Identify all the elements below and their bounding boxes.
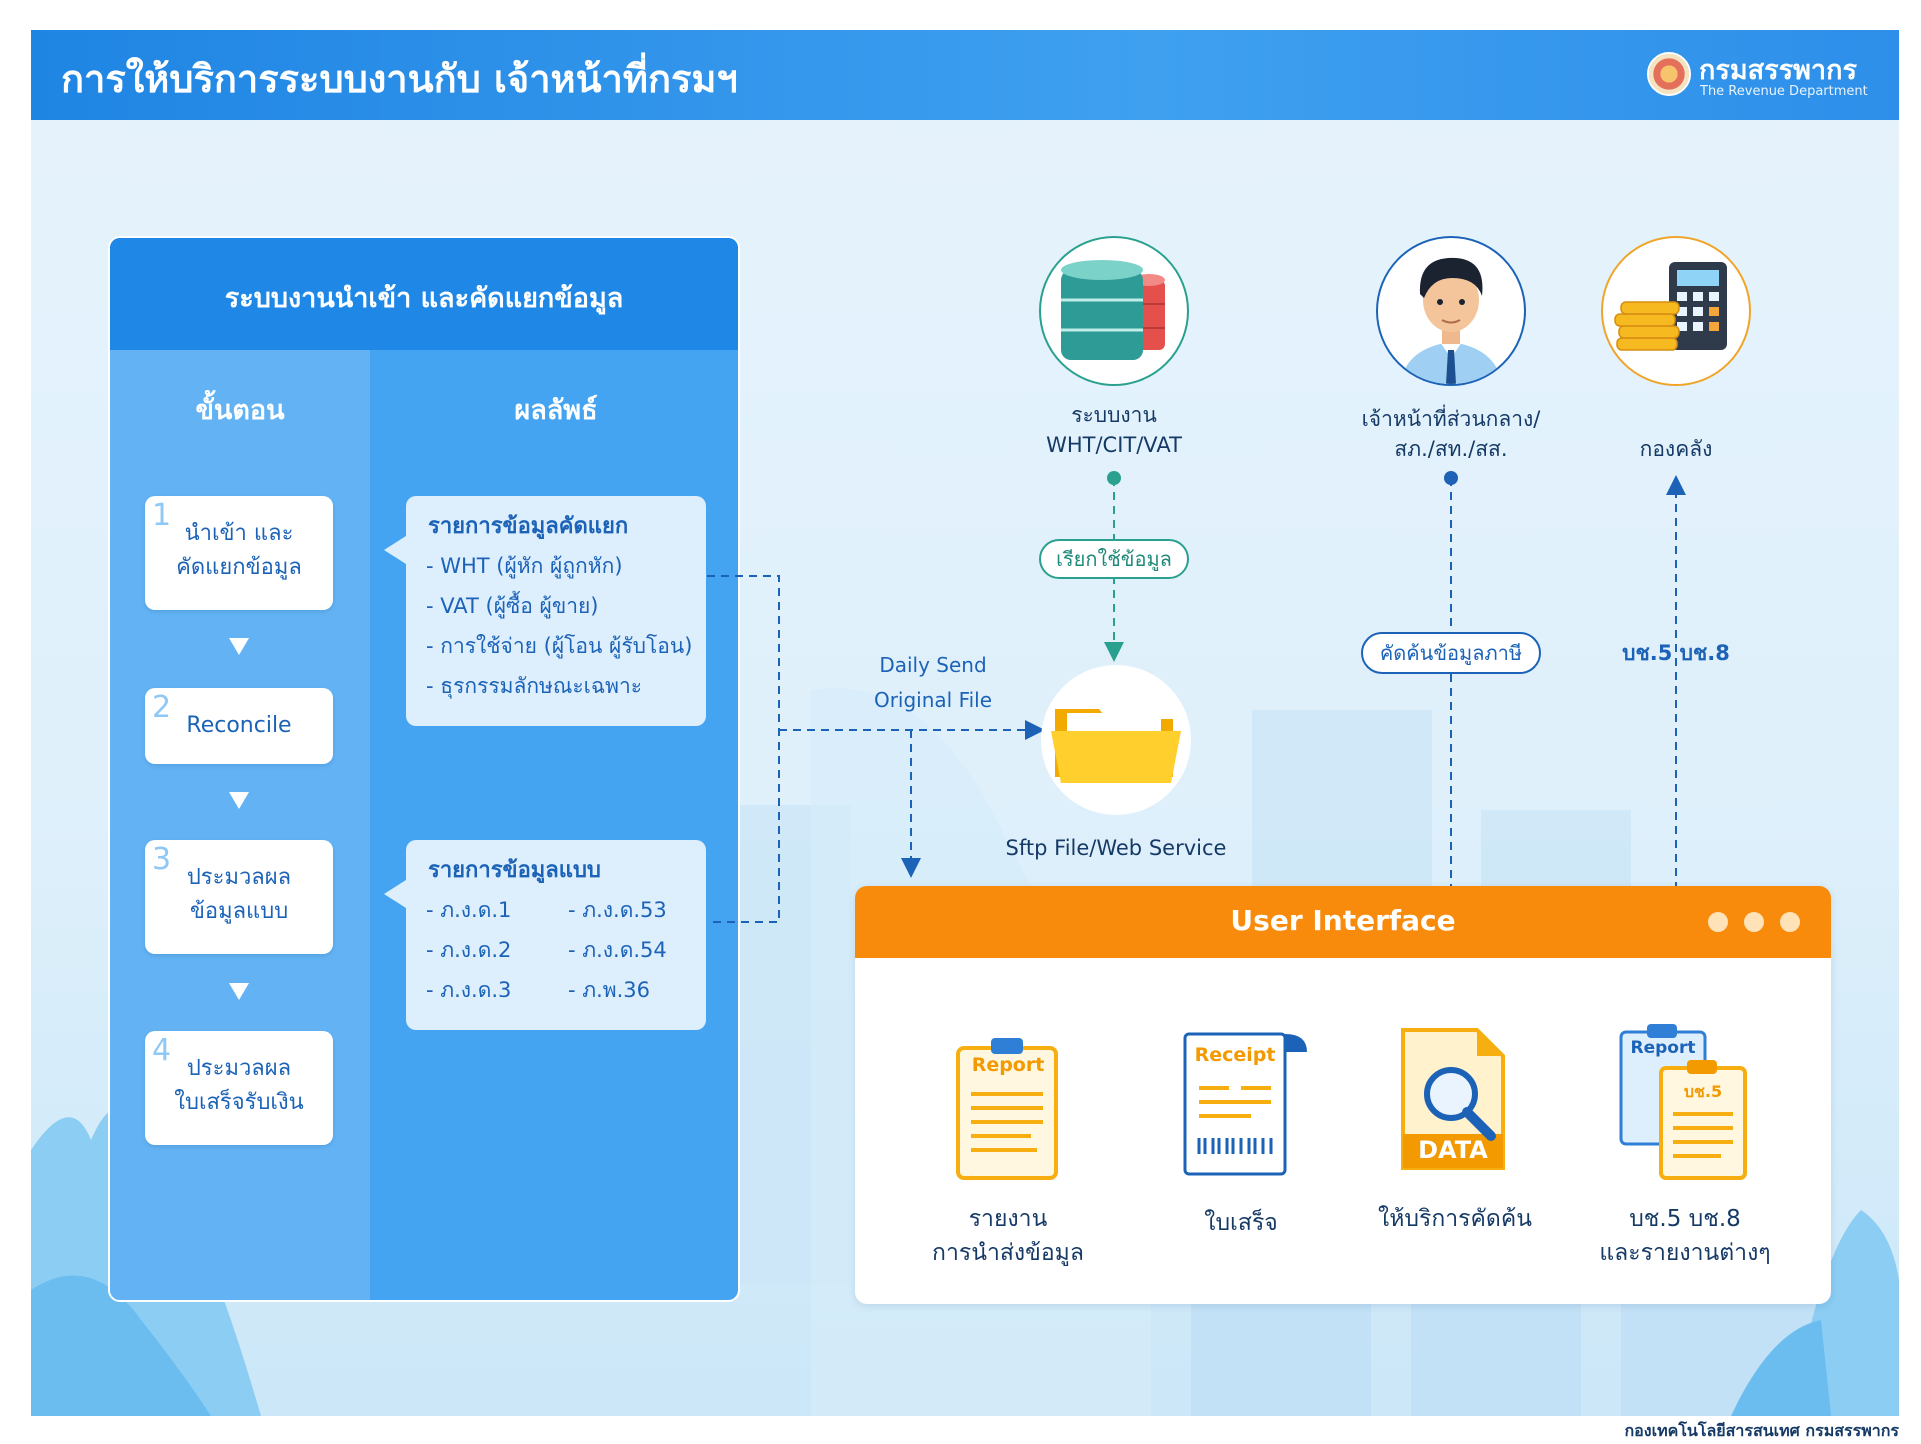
result-item: - การใช้จ่าย (ผู้โอน ผู้รับโอน)	[426, 634, 693, 658]
step-text-line1: Reconcile	[186, 713, 292, 738]
down-arrow-icon	[229, 792, 249, 809]
step-number: 3	[152, 842, 172, 877]
down-arrow-icon	[229, 983, 249, 1000]
treasury-label: กองคลัง	[1639, 437, 1713, 461]
officer-label-line2: สภ./สท./สส.	[1394, 437, 1508, 461]
folder-icon	[1051, 709, 1181, 783]
step-number: 4	[152, 1033, 172, 1068]
panel-title: ระบบงานนำเข้า และคัดแยกข้อมูล	[224, 283, 624, 314]
daily-send-line1: Daily Send	[879, 653, 987, 677]
data-search-icon: DATA	[1399, 1026, 1519, 1178]
officer-node	[1376, 236, 1526, 386]
user-interface-window: User Interface Report รายงาน การนำส่งข้อ…	[855, 886, 1831, 1304]
step-text-line1: ประมวลผล	[186, 865, 292, 890]
system-label-line1: ระบบงาน	[1071, 403, 1157, 427]
panel-header: ระบบงานนำเข้า และคัดแยกข้อมูล	[110, 238, 738, 350]
result-item: - ภ.ง.ด.2	[426, 938, 512, 962]
steps-header: ขั้นตอน	[195, 395, 285, 426]
result-item: - ภ.ง.ด.54	[568, 938, 667, 962]
logo-text-english: The Revenue Department	[1700, 84, 1868, 99]
daily-send-line2: Original File	[873, 688, 993, 712]
step-4-card: 4 ประมวลผล ใบเสร็จรับเงิน	[145, 1031, 333, 1145]
ui-item-label-line1: ให้บริการคัดค้น	[1378, 1206, 1532, 1232]
icon-label-secondary: บช.5	[1683, 1082, 1723, 1101]
step-number: 2	[152, 690, 172, 725]
result-item: - ภ.ง.ด.53	[568, 898, 667, 922]
bs-report-icon: Report บช.5	[1617, 1022, 1747, 1182]
window-dot-icon	[1708, 912, 1728, 932]
connector-dot	[1444, 471, 1458, 485]
officer-avatar-icon	[1400, 257, 1502, 384]
system-label-line2: WHT/CIT/VAT	[1046, 433, 1182, 457]
icon-label: Report	[971, 1054, 1045, 1076]
report-clipboard-icon: Report	[953, 1034, 1063, 1184]
ui-item-label-line1: รายงาน	[968, 1206, 1048, 1232]
ui-item-label-line1: บช.5 บช.8	[1629, 1206, 1741, 1232]
result-title: รายการข้อมูลคัดแยก	[428, 514, 629, 539]
icon-label: Receipt	[1194, 1044, 1276, 1066]
step-text-line2: ใบเสร็จรับเงิน	[174, 1090, 304, 1115]
window-dot-icon	[1744, 912, 1764, 932]
seal-icon	[1647, 52, 1691, 96]
ui-item-label-line1: ใบเสร็จ	[1204, 1210, 1278, 1236]
result-item: - ธุรกรรมลักษณะเฉพาะ	[426, 674, 643, 698]
result-item: - ภ.พ.36	[568, 978, 651, 1002]
icon-label: Report	[1630, 1038, 1696, 1058]
daily-send-label: Daily Send Original File	[843, 648, 1023, 718]
database-node	[1039, 236, 1189, 386]
officer-label-line1: เจ้าหน้าที่ส่วนกลาง/	[1361, 407, 1541, 431]
result-item: - ภ.ง.ด.3	[426, 978, 512, 1002]
bs-forms-label: บช.5 บช.8	[1622, 641, 1730, 665]
sftp-label: Sftp File/Web Service	[1005, 836, 1227, 860]
ui-item-label-line2: และรายงานต่างๆ	[1599, 1240, 1771, 1266]
revenue-department-logo: กรมสรรพากร The Revenue Department	[1647, 48, 1868, 104]
icon-label: DATA	[1418, 1136, 1488, 1164]
step-2-card: 2 Reconcile	[145, 688, 333, 764]
footer-credit: กองเทคโนโลยีสารสนเทศ กรมสรรพากร	[1624, 1421, 1899, 1440]
page-title: การให้บริการระบบงานกับ เจ้าหน้าที่กรมฯ	[61, 57, 738, 101]
window-dot-icon	[1780, 912, 1800, 932]
result-card-classified: รายการข้อมูลคัดแยก - WHT (ผู้หัก ผู้ถูกห…	[384, 496, 706, 726]
step-text-line1: นำเข้า และ	[184, 521, 294, 546]
connector-dot	[1107, 471, 1121, 485]
database-icon	[1061, 260, 1165, 360]
import-system-panel: ระบบงานนำเข้า และคัดแยกข้อมูล ขั้นตอน ผล…	[108, 236, 740, 1302]
result-item: - VAT (ผู้ซื้อ ผู้ขาย)	[426, 594, 599, 618]
step-3-card: 3 ประมวลผล ข้อมูลแบบ	[145, 840, 333, 954]
ui-title-bar: User Interface	[855, 886, 1831, 958]
fetch-data-pill: เรียกใช้ข้อมูล	[1039, 539, 1189, 579]
receipt-icon: Receipt	[1181, 1026, 1311, 1178]
ui-title: User Interface	[1230, 904, 1456, 937]
results-header: ผลลัพธ์	[514, 395, 598, 426]
ui-item-label-line2: การนำส่งข้อมูล	[932, 1240, 1084, 1266]
result-card-forms: รายการข้อมูลแบบ - ภ.ง.ด.1 - ภ.ง.ด.53 - ภ…	[384, 840, 706, 1030]
treasury-node	[1601, 236, 1751, 386]
header-bar: การให้บริการระบบงานกับ เจ้าหน้าที่กรมฯ ก…	[31, 30, 1899, 120]
step-text-line1: ประมวลผล	[186, 1056, 292, 1081]
step-text-line2: ข้อมูลแบบ	[189, 899, 289, 924]
result-title: รายการข้อมูลแบบ	[428, 858, 601, 883]
canvas: การให้บริการระบบงานกับ เจ้าหน้าที่กรมฯ ก…	[31, 30, 1899, 1416]
sftp-node	[1041, 665, 1191, 815]
result-item: - ภ.ง.ด.1	[426, 898, 512, 922]
down-arrow-icon	[229, 638, 249, 655]
result-item: - WHT (ผู้หัก ผู้ถูกหัก)	[426, 554, 623, 578]
step-text-line2: คัดแยกข้อมูล	[176, 555, 302, 580]
search-tax-data-pill: คัดค้นข้อมูลภาษี	[1361, 632, 1541, 674]
step-number: 1	[152, 498, 172, 533]
calculator-coins-icon	[1614, 262, 1727, 351]
step-1-card: 1 นำเข้า และ คัดแยกข้อมูล	[145, 496, 333, 610]
logo-text-thai: กรมสรรพากร	[1699, 55, 1857, 86]
